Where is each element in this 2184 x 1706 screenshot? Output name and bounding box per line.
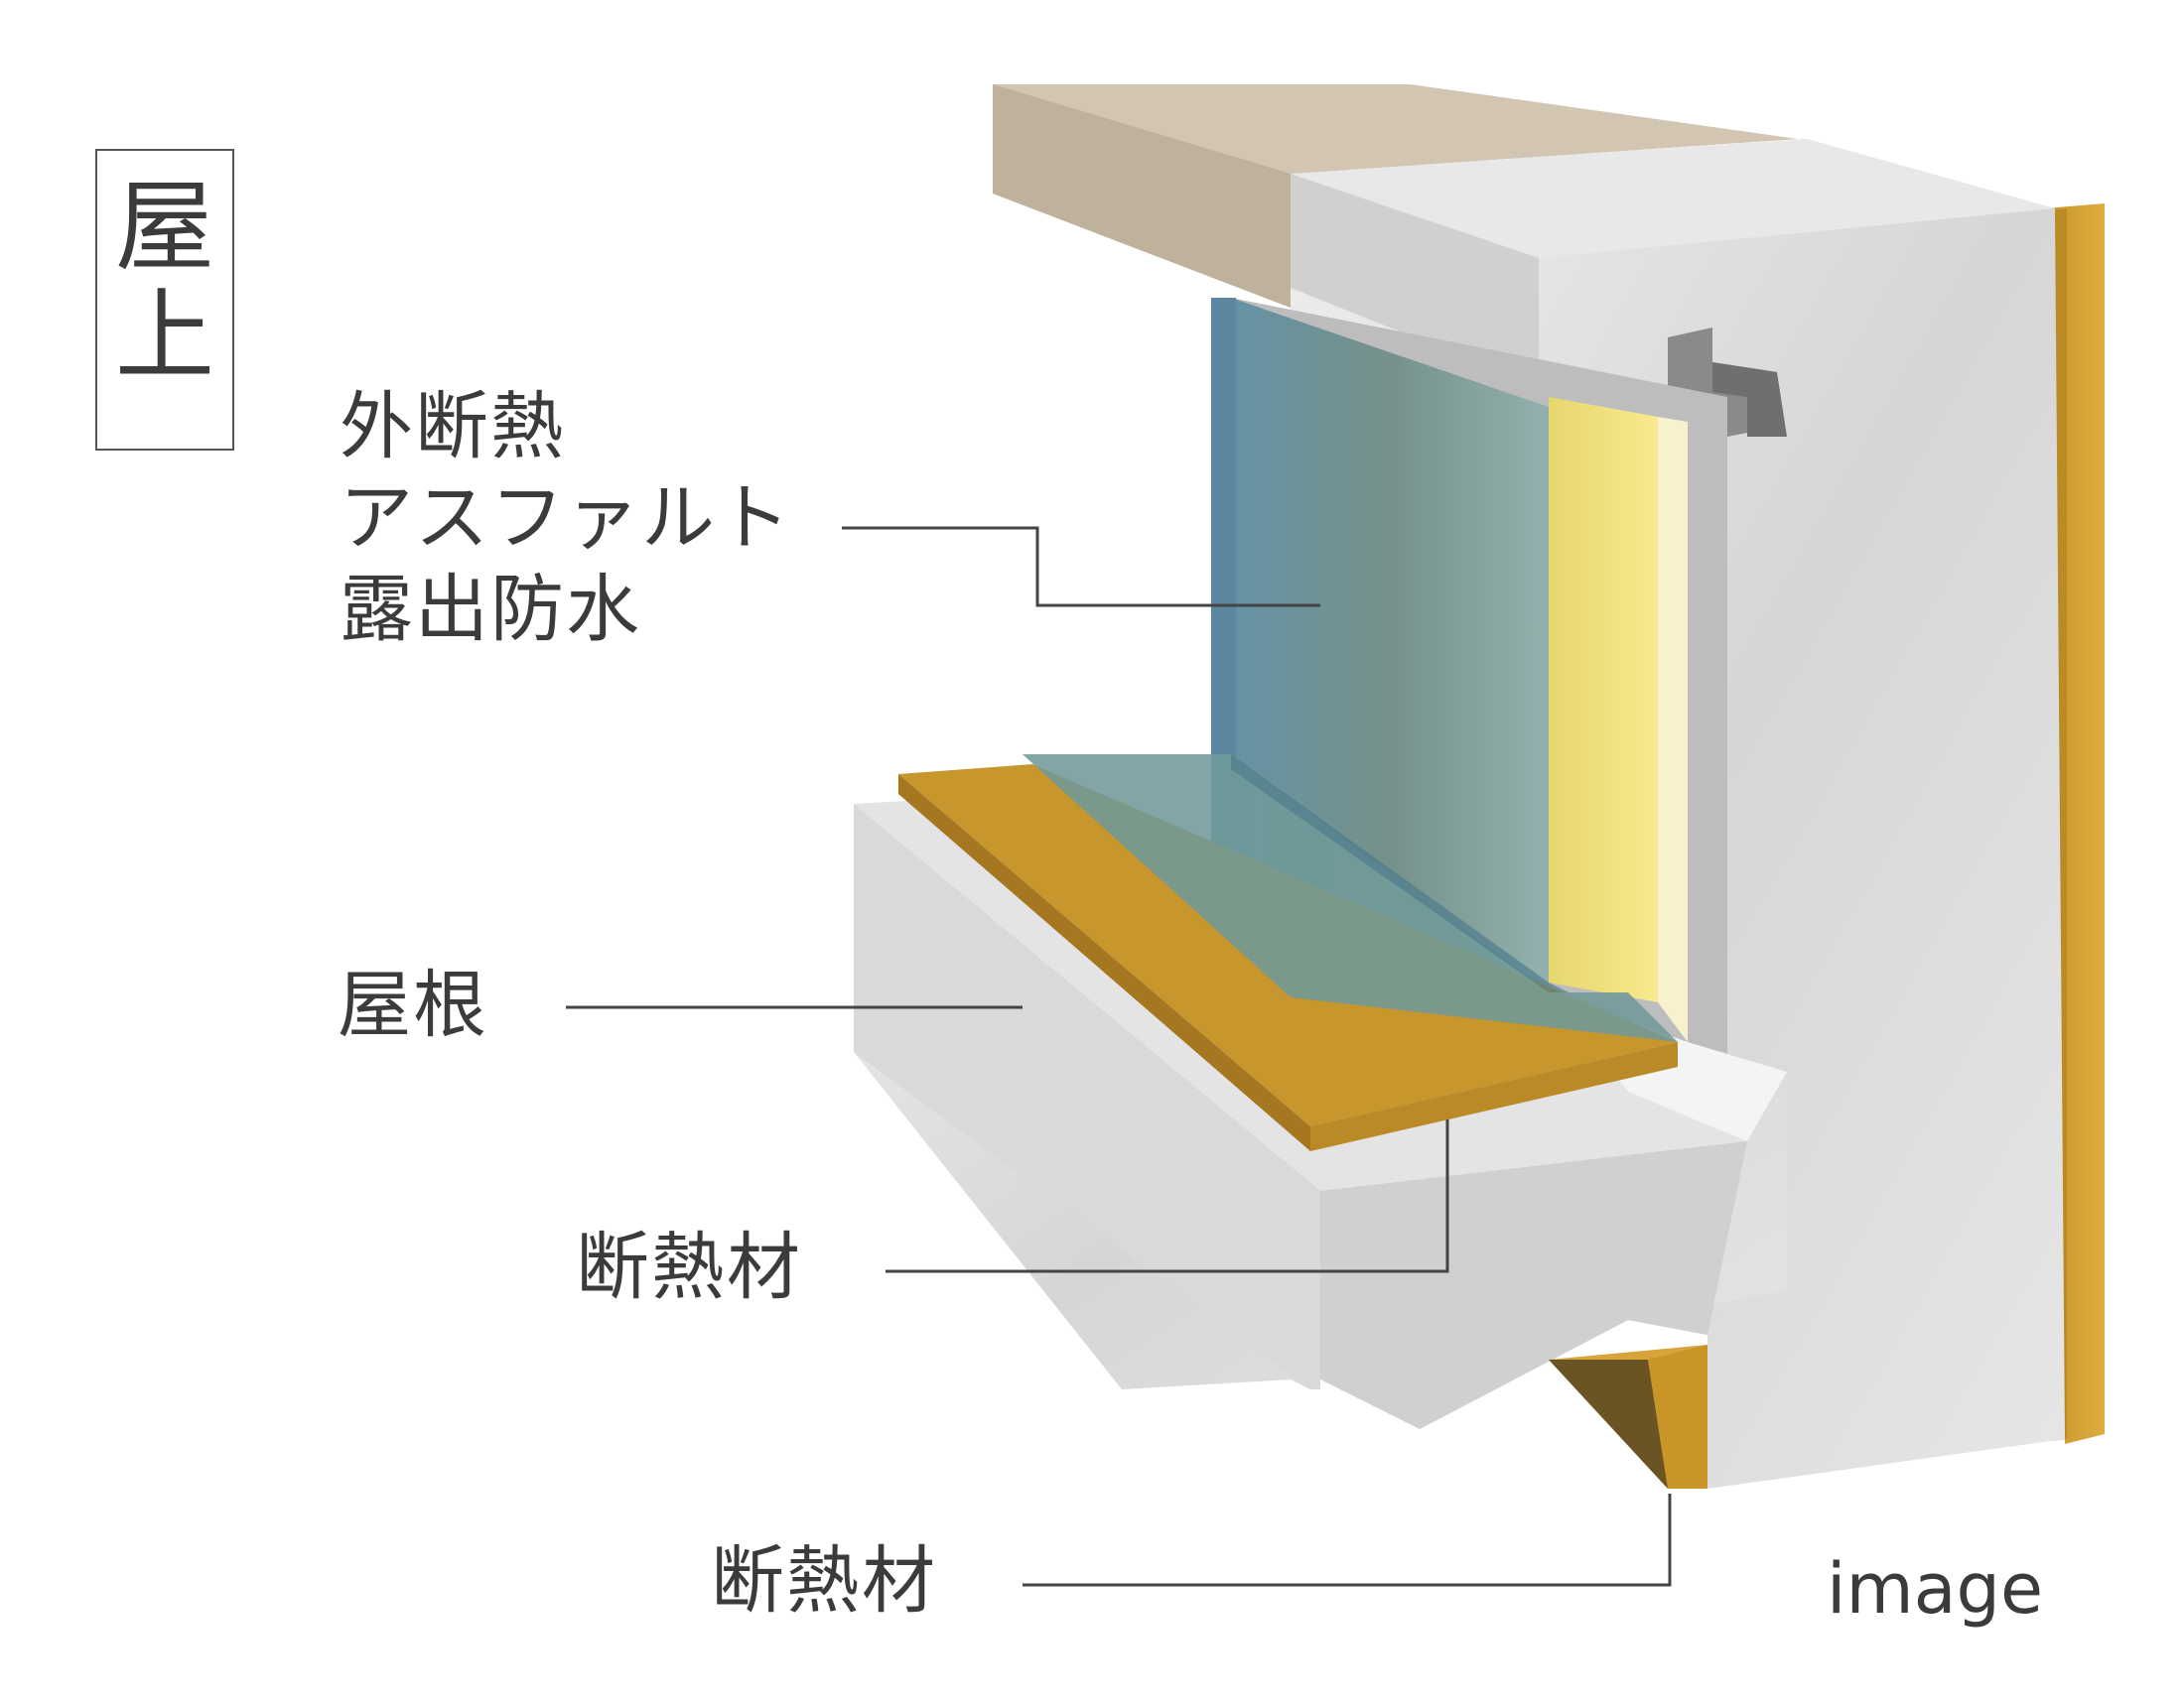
label-waterproof-line-1: 外断熱 xyxy=(340,384,566,469)
section-tag-text: 屋 上 xyxy=(97,173,232,391)
section-tag-char-1: 屋 xyxy=(115,169,214,285)
vertical-insulation xyxy=(1549,397,1658,1002)
leader-insulation-upper xyxy=(886,1119,1449,1273)
leader-waterproof xyxy=(842,526,1320,607)
label-roof: 屋根 xyxy=(338,963,488,1048)
label-insulation-upper: 断熱材 xyxy=(576,1225,802,1310)
label-insulation-lower: 断熱材 xyxy=(711,1538,937,1624)
leader-insulation-lower xyxy=(1023,1494,1672,1587)
horizontal-waterproof-membrane xyxy=(1023,754,1678,1042)
image-note: image xyxy=(1827,1548,2044,1630)
section-tag: 屋 上 xyxy=(95,149,234,451)
label-waterproof-line-3: 露出防水 xyxy=(340,566,641,652)
label-waterproof: 外断熱 アスファルト 露出防水 xyxy=(340,382,792,655)
label-waterproof-line-2: アスファルト xyxy=(340,474,792,561)
section-tag-char-2: 上 xyxy=(115,278,214,394)
leader-lines xyxy=(566,526,1672,1587)
